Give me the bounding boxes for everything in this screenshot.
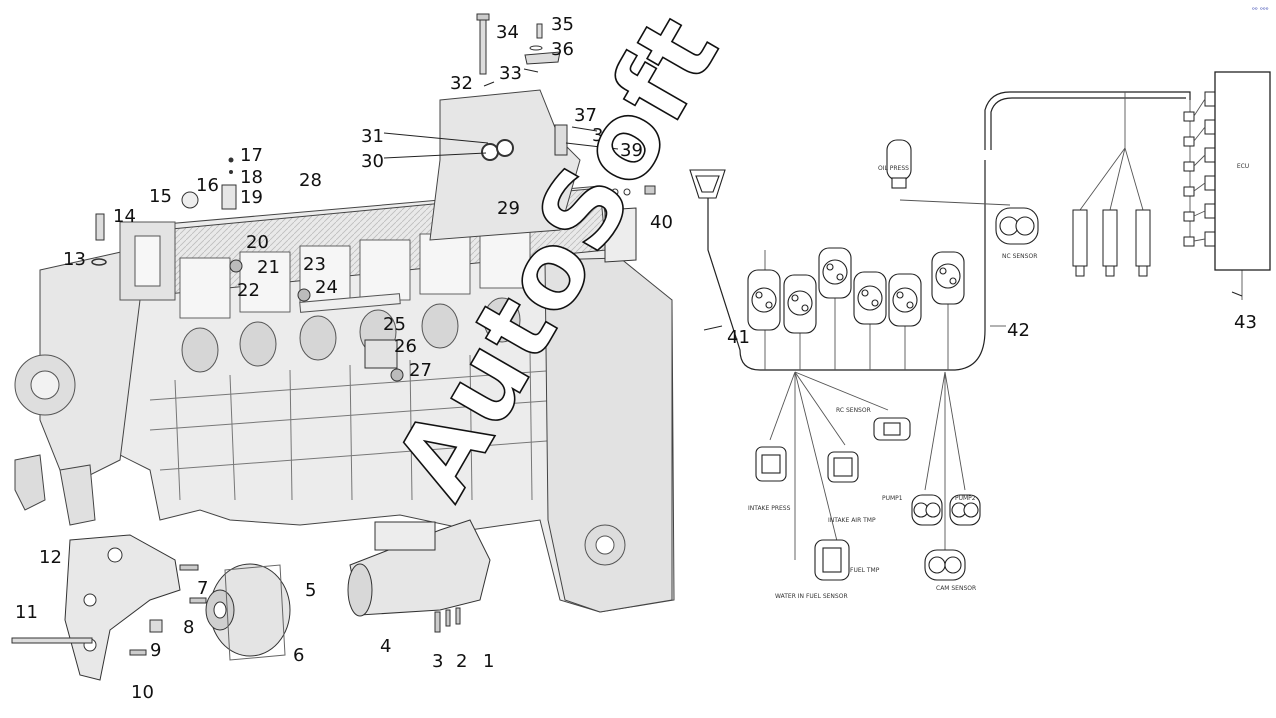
callout-35: 35 [551,14,574,35]
callout-14: 14 [113,206,136,227]
callout-13: 13 [63,249,86,270]
injectors [1072,209,1151,277]
callout-16: 16 [196,175,219,196]
caption-intake-air-temp: INTAKE AIR TMP [828,517,876,524]
callout-25: 25 [383,314,406,335]
callout-20: 20 [246,232,269,253]
callout-32: 32 [450,73,473,94]
mounting-plate [604,185,656,263]
callout-38: 38 [592,125,615,146]
callout-39: 39 [620,140,643,161]
callout-numbers: 1 2 3 4 5 6 7 8 9 10 11 12 13 14 15 16 1… [15,14,1257,703]
alternator-bracket [11,534,207,681]
callout-5: 5 [305,580,316,601]
callout-12: 12 [39,547,62,568]
callout-27: 27 [409,360,432,381]
callout-21: 21 [257,257,280,278]
callout-17: 17 [240,145,263,166]
callout-19: 19 [240,187,263,208]
engine-block [14,185,675,613]
callout-34: 34 [496,22,519,43]
alternator [205,563,291,661]
callout-4: 4 [380,636,391,657]
callout-23: 23 [303,254,326,275]
callout-2: 2 [456,651,467,672]
starter-motor [347,519,491,633]
caption-rail-pressure: RC SENSOR [836,407,871,414]
callout-7: 7 [197,578,208,599]
sensor-captions: OIL PRESS NC SENSOR INTAKE PRESS INTAKE … [748,165,1037,600]
callout-11: 11 [15,602,38,623]
harness-connectors [689,139,1039,581]
leader-lines [383,68,1243,331]
callout-41: 41 [727,327,750,348]
sensor-parts-left [91,157,404,382]
callout-22: 22 [237,280,260,301]
callout-26: 26 [394,336,417,357]
callout-37: 37 [574,105,597,126]
callout-33: 33 [499,63,522,84]
callout-36: 36 [551,39,574,60]
callout-9: 9 [150,640,161,661]
caption-nc-sensor: NC SENSOR [1002,253,1037,260]
callout-10: 10 [131,682,154,703]
ecu-box: ECU [1214,71,1271,271]
callout-3: 3 [432,651,443,672]
caption-pump-2: PUMP2 [955,495,976,502]
callout-18: 18 [240,167,263,188]
caption-intake-press: INTAKE PRESS [748,505,791,512]
caption-pump-1: PUMP1 [882,495,903,502]
callout-15: 15 [149,186,172,207]
corner-mark: ᵒᵒ ᵒᵒᵒ [1252,6,1269,14]
caption-oil-press: OIL PRESS [878,165,909,172]
callout-28: 28 [299,170,322,191]
caption-water-in-fuel: WATER IN FUEL SENSOR [775,593,848,600]
callout-30: 30 [361,151,384,172]
callout-43: 43 [1234,312,1257,333]
caption-fuel-temp: FUEL TMP [850,567,880,574]
callout-42: 42 [1007,320,1030,341]
top-bracket-assembly [429,13,581,241]
callout-1: 1 [483,651,494,672]
callout-29: 29 [497,198,520,219]
callout-31: 31 [361,126,384,147]
caption-cam-sensor: CAM SENSOR [936,585,976,592]
callout-8: 8 [183,617,194,638]
ecu-label: ECU [1237,163,1249,170]
callout-24: 24 [315,277,338,298]
callout-40: 40 [650,212,673,233]
callout-6: 6 [293,645,304,666]
